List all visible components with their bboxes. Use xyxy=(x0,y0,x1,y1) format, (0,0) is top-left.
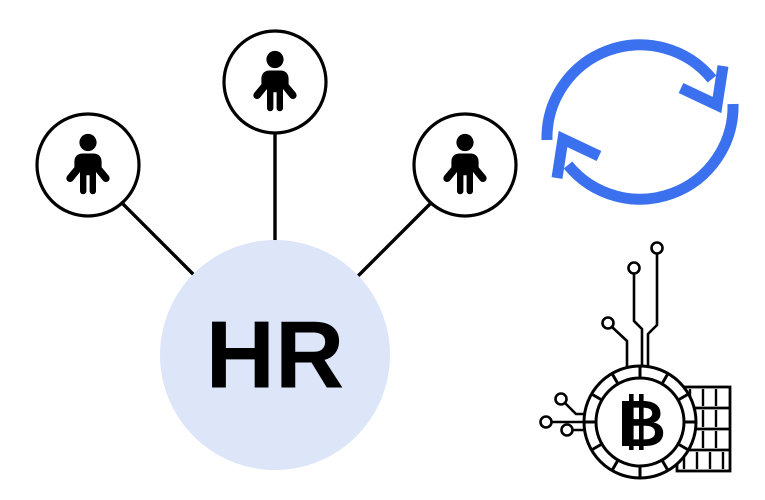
cycle-arrow-head-bottom xyxy=(551,130,602,179)
circuit-nodes-top xyxy=(601,241,664,330)
circuit-trace xyxy=(632,273,644,372)
connector-lines xyxy=(120,133,433,279)
person-node-2[interactable] xyxy=(222,29,328,135)
hr-hub[interactable]: HR xyxy=(160,240,390,470)
person-node-1[interactable] xyxy=(35,112,141,218)
circuit-nodes-left xyxy=(539,392,574,437)
person-node-3[interactable] xyxy=(412,112,518,218)
circuit-node xyxy=(560,423,574,437)
circuit-node xyxy=(601,316,615,330)
circuit-node xyxy=(539,415,553,429)
coin-tick-marks xyxy=(584,366,696,478)
circuit-node xyxy=(627,261,641,275)
cycle-arc-top xyxy=(541,39,717,141)
refresh-cycle-icon[interactable] xyxy=(541,39,739,205)
bitcoin-blockchain-icon[interactable] xyxy=(539,241,732,480)
circuit-trace xyxy=(611,326,629,372)
bitcoin-symbol xyxy=(622,394,664,450)
circuit-traces-top xyxy=(611,254,659,372)
cycle-arrow-head-top xyxy=(678,65,729,114)
person-icon xyxy=(66,133,110,195)
circuit-node xyxy=(554,392,568,406)
person-icon xyxy=(443,133,487,195)
circuit-node xyxy=(650,241,664,255)
hr-hub-circle xyxy=(160,240,390,470)
circuit-trace xyxy=(646,254,659,372)
person-icon xyxy=(253,50,297,112)
cycle-arc-bottom xyxy=(563,103,739,205)
hr-hub-label: HR xyxy=(206,302,345,409)
bitcoin-coin xyxy=(582,364,698,480)
connector-person-3-to-hub xyxy=(355,201,433,279)
connector-person-1-to-hub xyxy=(120,201,198,279)
